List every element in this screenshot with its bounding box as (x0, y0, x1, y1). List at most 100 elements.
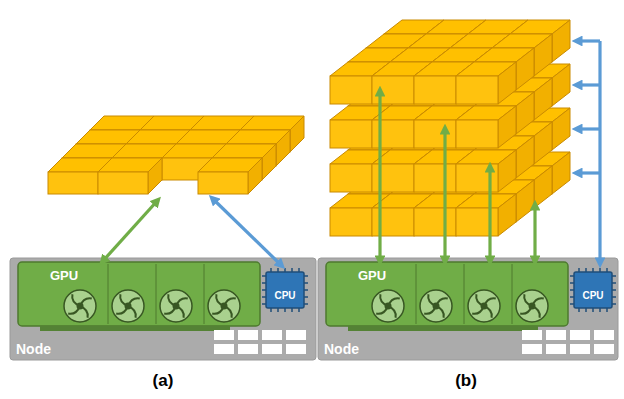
gpu-fan (372, 290, 404, 322)
gpu-fan (112, 290, 144, 322)
node-label: Node (324, 342, 359, 357)
data-cube (98, 158, 162, 194)
card-divider (512, 264, 513, 324)
cube-front (414, 120, 456, 148)
cube-side (552, 20, 570, 62)
node-label: Node (16, 342, 51, 357)
cube-front (330, 208, 372, 236)
gpu-fan (64, 290, 96, 322)
memory-slot (594, 344, 614, 354)
cube-front (372, 120, 414, 148)
cube-front (456, 120, 498, 148)
fan-hub (125, 303, 132, 310)
cpu-bus-line (598, 41, 601, 264)
panel-label: (a) (153, 372, 174, 391)
cube-side (498, 194, 516, 236)
cube-front (198, 172, 248, 194)
cube-front (456, 164, 498, 192)
cpu-chip (574, 272, 612, 308)
fan-hub (385, 303, 392, 310)
cube-side (248, 158, 262, 194)
memory-slot (286, 344, 306, 354)
cube-side (262, 144, 276, 180)
cpu-transfer-arrow (576, 127, 600, 130)
memory-slot (546, 344, 566, 354)
card-divider (416, 264, 417, 324)
cube-front (48, 172, 98, 194)
memory-slot (570, 344, 590, 354)
cube-side (534, 166, 552, 208)
cube-front (414, 208, 456, 236)
cube-side (552, 108, 570, 150)
memory-slot (546, 330, 566, 340)
data-cube (456, 150, 516, 192)
cube-side (534, 78, 552, 120)
cube-side (498, 62, 516, 104)
label-holder: CPU (582, 285, 603, 303)
memory-slot (286, 330, 306, 340)
compute-node (318, 258, 618, 360)
cube-front (98, 172, 148, 194)
gpu-transfer-arrow (488, 166, 491, 262)
cube-side (498, 106, 516, 148)
cube-side (552, 152, 570, 194)
gpu-label: GPU (50, 269, 78, 283)
cube-side (516, 48, 534, 90)
card-divider (464, 264, 465, 324)
gpu-fan (208, 290, 240, 322)
cpu-transfer-arrow (576, 83, 600, 86)
memory-slot (262, 330, 282, 340)
cube-front (372, 164, 414, 192)
cpu-transfer-arrow (576, 171, 600, 174)
cube-front (372, 208, 414, 236)
data-cube (456, 194, 516, 236)
memory-slot (238, 330, 258, 340)
cube-side (148, 158, 162, 194)
gpu-label: GPU (358, 269, 386, 283)
fan-hub (529, 303, 536, 310)
cube-front (330, 76, 372, 104)
gpu-fan (160, 290, 192, 322)
fan-hub (77, 303, 84, 310)
memory-slot (570, 330, 590, 340)
gpu-card (326, 262, 568, 326)
cube-side (290, 116, 304, 152)
gpu-fan (516, 290, 548, 322)
memory-slot (522, 330, 542, 340)
data-cubes (48, 20, 570, 236)
cube-side (516, 136, 534, 178)
cpu-transfer-arrow (576, 39, 600, 42)
transfer-arrows (102, 41, 600, 266)
cube-front (414, 76, 456, 104)
cube-side (534, 122, 552, 164)
fan-hub (481, 303, 488, 310)
label-holder: (b) (455, 372, 477, 391)
cube-side (552, 64, 570, 106)
fan-hub (173, 303, 180, 310)
gpu-transfer-arrow (102, 200, 158, 262)
cpu-label: CPU (274, 290, 295, 301)
cube-side (498, 150, 516, 192)
data-cube (456, 106, 516, 148)
label-holder: Node (16, 340, 51, 358)
fan-hub (433, 303, 440, 310)
cube-front (456, 76, 498, 104)
cube-front (414, 164, 456, 192)
cube-side (276, 130, 290, 166)
cpu-transfer-arrow (212, 198, 282, 266)
memory-slot (238, 344, 258, 354)
cpu-label: CPU (582, 290, 603, 301)
cube-front (456, 208, 498, 236)
gpu-transfer-arrow (378, 90, 381, 262)
gpu-card (18, 262, 260, 326)
label-holder: CPU (274, 285, 295, 303)
node-boards (10, 258, 618, 360)
memory-slot (522, 344, 542, 354)
gpu-transfer-arrow (533, 204, 536, 262)
card-divider (204, 264, 205, 324)
cpu-chip (266, 272, 304, 308)
label-holder: GPU (50, 266, 78, 284)
label-holder: Node (324, 340, 359, 358)
memory-slot (214, 344, 234, 354)
